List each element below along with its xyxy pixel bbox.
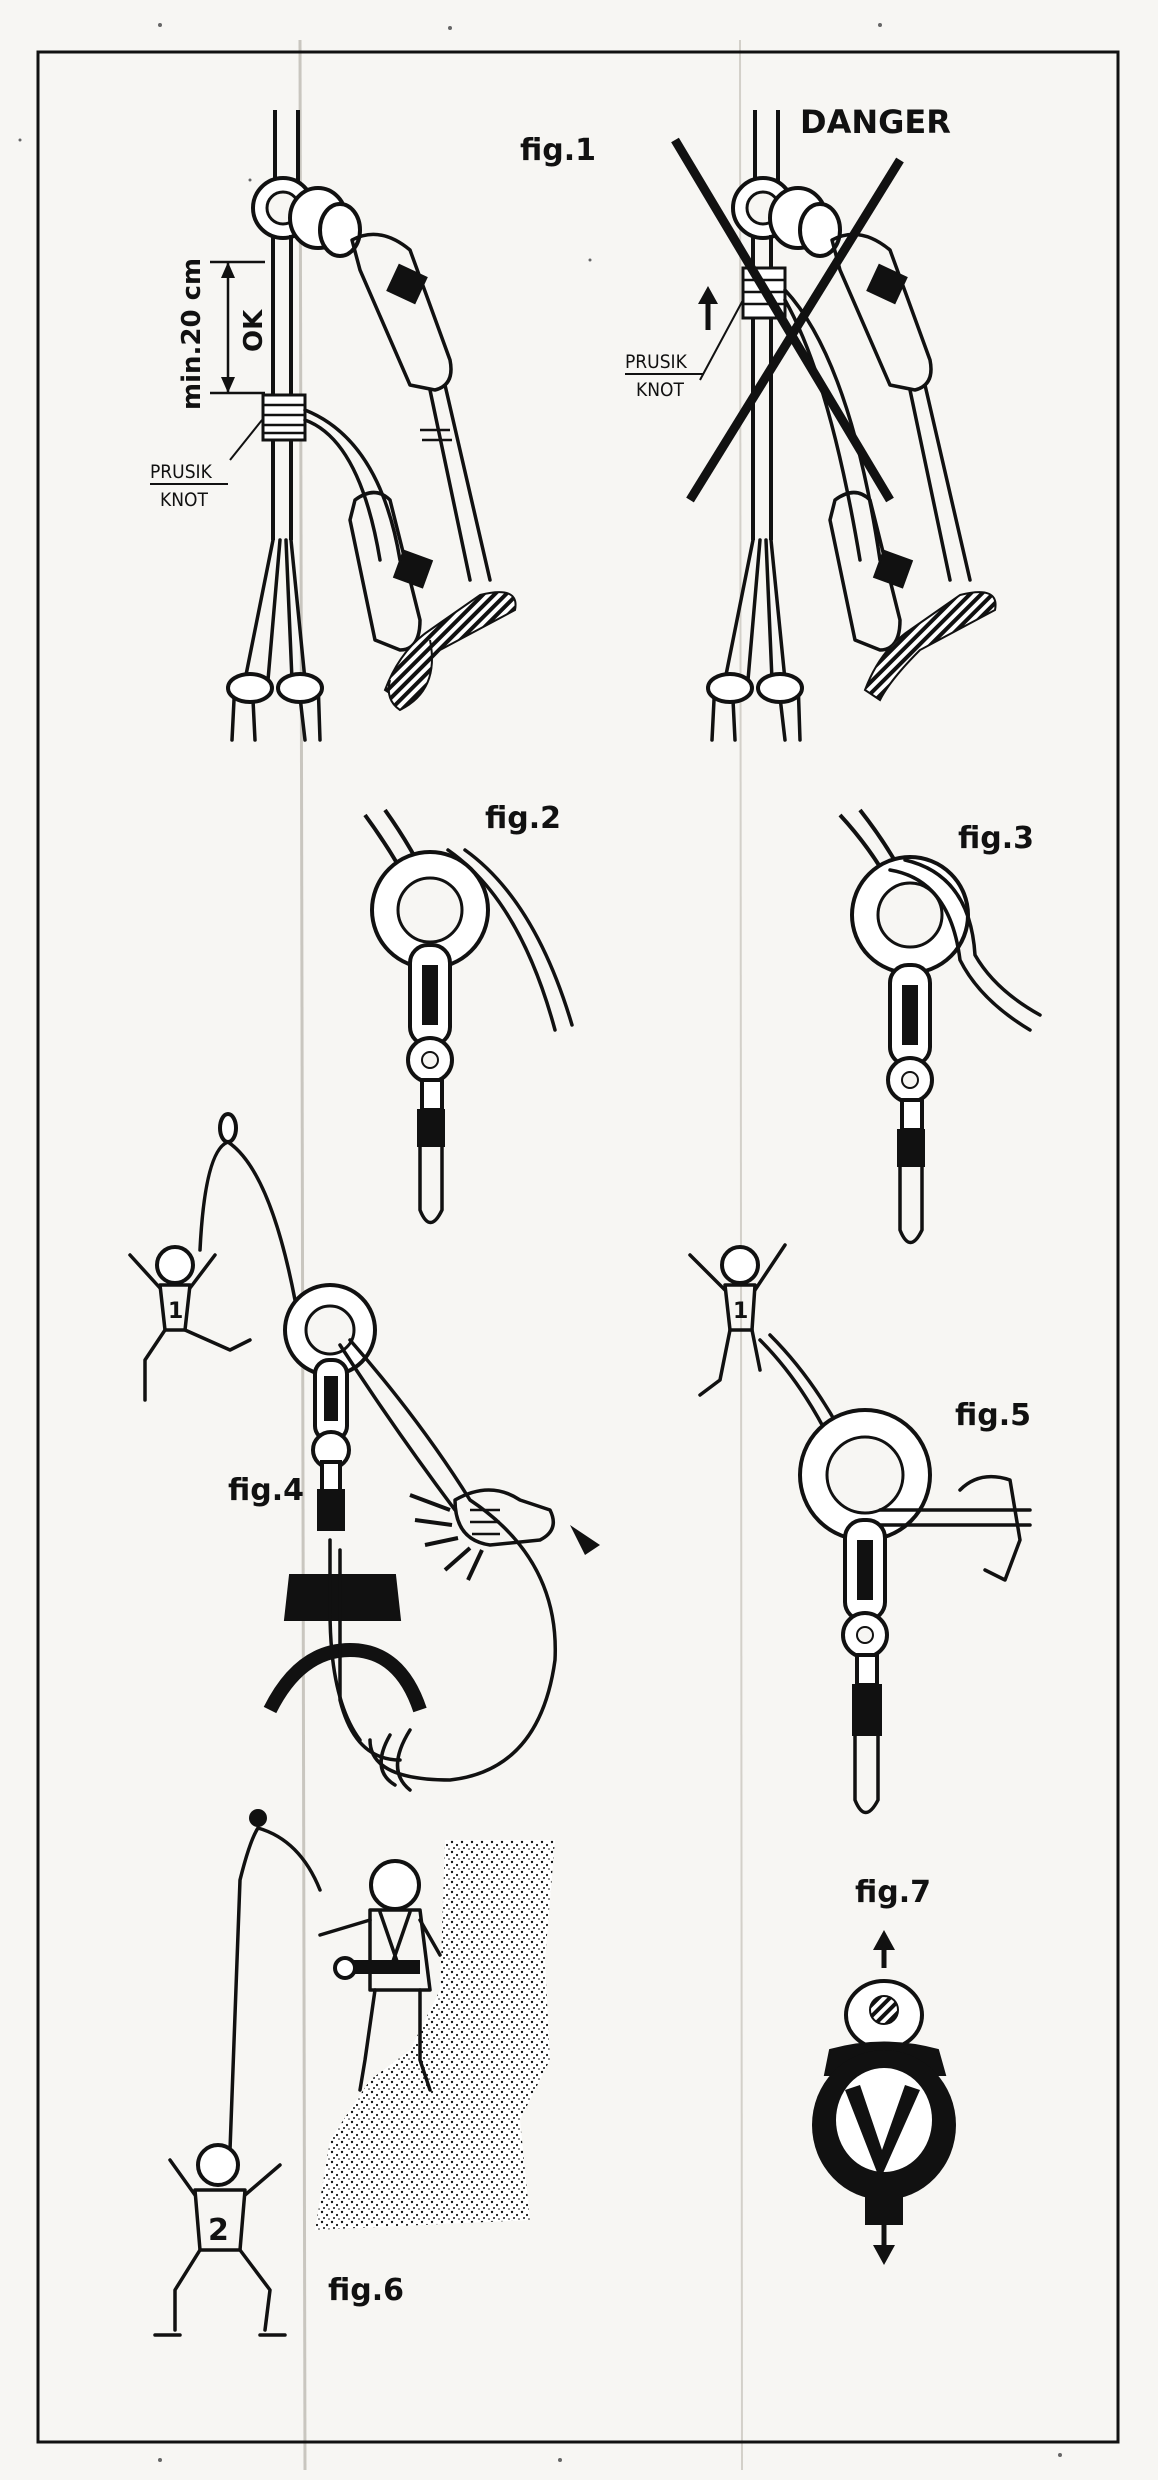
fig6-panel: 2 fig.6 — [153, 1809, 555, 2337]
carabiner-lower — [348, 490, 434, 652]
ok-label: OK — [239, 309, 269, 352]
fold-line-left — [298, 39, 307, 2471]
hand-icon — [453, 1488, 600, 1555]
fig7-panel: fig.7 — [812, 1875, 956, 2265]
belayer — [318, 1859, 442, 2092]
up-arrow-icon — [698, 286, 718, 330]
climber-1-fig5-number: 1 — [733, 1299, 748, 1324]
descender-figure8 — [406, 943, 454, 1084]
climber-1: 1 — [128, 1245, 252, 1402]
page-frame — [36, 50, 1120, 2444]
fig4-caption: fig.4 — [228, 1473, 304, 1508]
knot-label-line2: KNOT — [160, 489, 208, 511]
danger-knot-label-line1: PRUSIK — [625, 351, 688, 373]
danger-knot-label-line2: KNOT — [636, 379, 684, 401]
climber-2-number: 2 — [208, 2213, 229, 2248]
fig7-caption: fig.7 — [855, 1875, 931, 1910]
fig5-panel: 1 fig.5 — [688, 1243, 1032, 1815]
fig3-caption: fig.3 — [958, 821, 1034, 856]
fig6-caption: fig.6 — [328, 2273, 404, 2308]
arrow-down-icon — [873, 2225, 895, 2265]
fig1-danger-panel: PRUSIK KNOT DANGER — [625, 103, 997, 742]
scan-specks — [18, 23, 1062, 2462]
carabiner-upper — [350, 232, 453, 392]
climber-1-number: 1 — [168, 1299, 183, 1324]
fig1-panel: min.20 cm OK PRUSIK KNOT fig.1 — [150, 110, 596, 742]
prusik-knot — [261, 393, 307, 442]
danger-label: DANGER — [800, 103, 951, 141]
fig2-panel: fig.2 — [363, 801, 574, 1225]
grip-arrows-icon — [409, 1493, 484, 1581]
climber-1-fig5: 1 — [688, 1243, 787, 1397]
fig3-panel: fig.3 — [838, 808, 1042, 1245]
fig5-caption: fig.5 — [955, 1398, 1031, 1433]
measure-label: min.20 cm — [177, 258, 207, 410]
rock-wall — [315, 1840, 555, 2230]
knot-label-line1: PRUSIK — [150, 461, 213, 483]
climber-2: 2 — [153, 2143, 287, 2337]
measurement-indicator — [210, 260, 265, 395]
fig2-caption: fig.2 — [485, 801, 561, 836]
fig4-panel: 1 fig.4 — [128, 1112, 600, 1792]
danger-cross-icon — [671, 137, 904, 503]
arrow-up-icon — [873, 1930, 895, 1968]
fig1-caption: fig.1 — [520, 133, 596, 168]
